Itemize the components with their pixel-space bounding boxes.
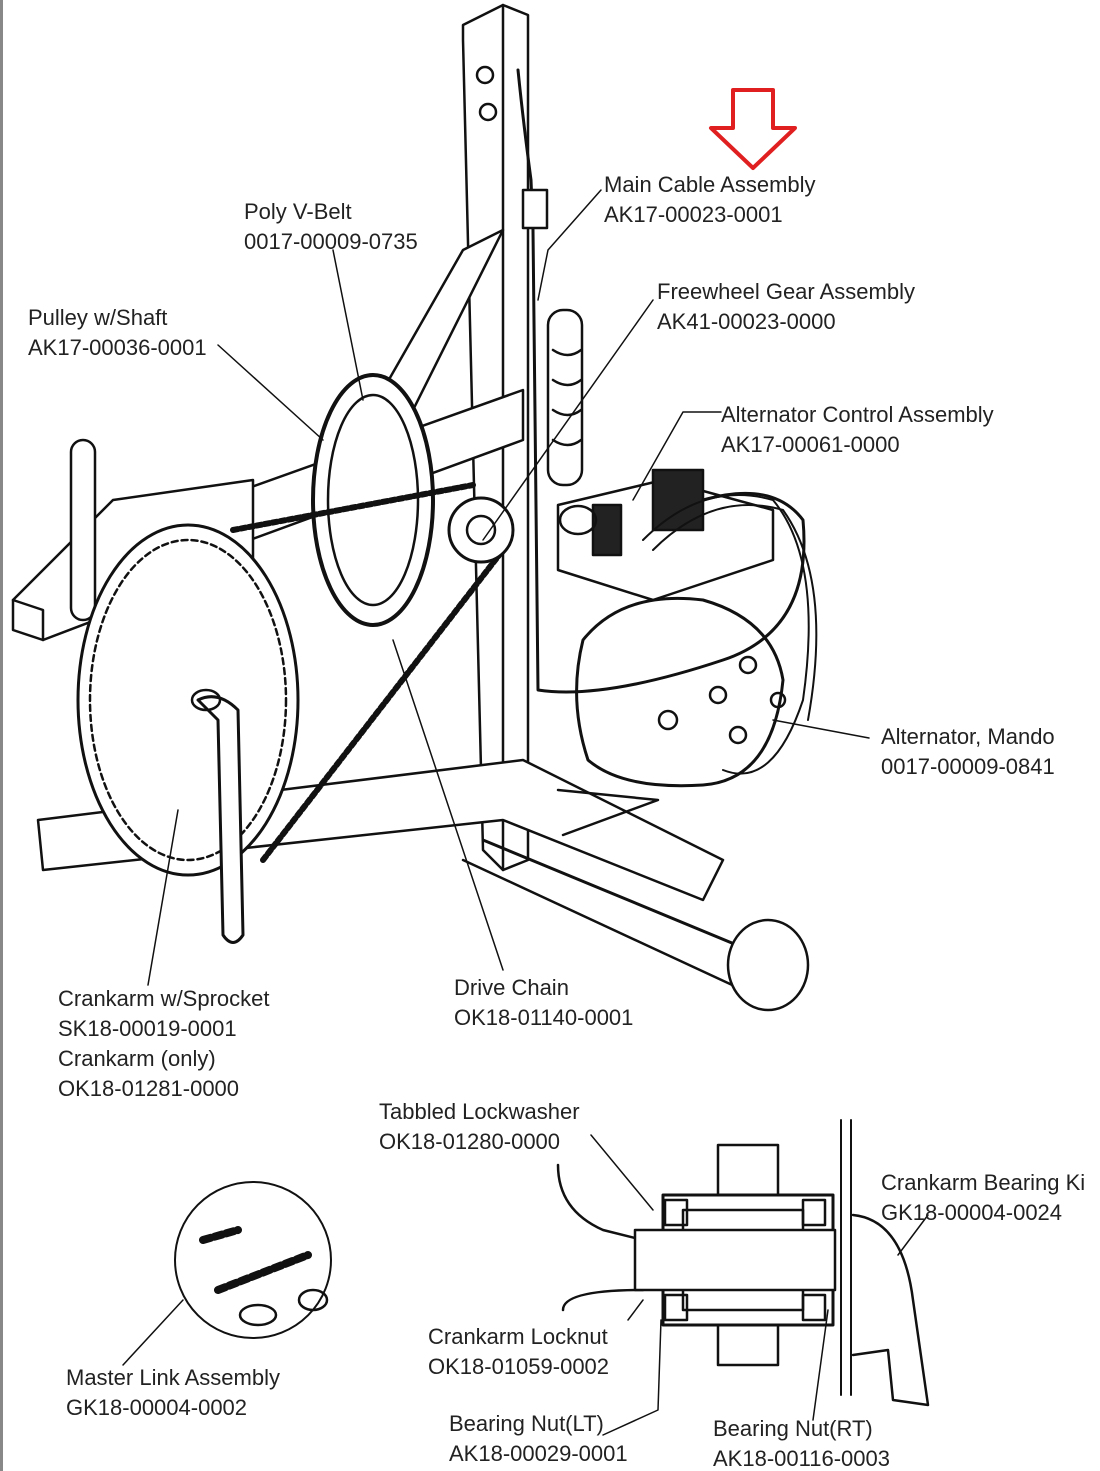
part-name: Tabbled Lockwasher [379, 1099, 580, 1124]
part-name: Freewheel Gear Assembly [657, 279, 915, 304]
frame-base [36, 758, 725, 902]
part-name: Crankarm Bearing Ki [881, 1170, 1086, 1195]
freewheel-sprocket [447, 496, 515, 564]
part-number: AK18-00029-0001 [449, 1441, 628, 1466]
master-link-inset [174, 1181, 332, 1339]
sprocket [76, 523, 300, 877]
part-number: 0017-00009-0841 [881, 754, 1055, 779]
label-bearing-nut-lt: Bearing Nut(LT) AK18-00029-0001 [449, 1409, 628, 1469]
red-arrow-icon [709, 88, 797, 170]
part-name: Crankarm w/Sprocket [58, 986, 270, 1011]
part-number: AK17-00061-0000 [721, 432, 900, 457]
main-cable [516, 68, 806, 694]
part-number: OK18-01140-0001 [454, 1005, 634, 1030]
part-number: AK17-00023-0001 [604, 202, 783, 227]
part-number: GK18-00004-0002 [66, 1395, 248, 1420]
part-number: AK17-00036-0001 [28, 335, 207, 360]
part-number: AK18-00116-0003 [713, 1446, 890, 1471]
part-number: GK18-00004-0024 [881, 1200, 1063, 1225]
drive-chain [230, 482, 506, 863]
part-name: Bearing Nut(LT) [449, 1411, 604, 1436]
part-number: OK18-01281-0000 [58, 1076, 240, 1101]
label-poly-v-belt: Poly V-Belt 0017-00009-0735 [244, 197, 418, 257]
leader-lines [122, 189, 929, 1436]
part-number: OK18-01280-0000 [379, 1129, 561, 1154]
part-name: Alternator Control Assembly [721, 402, 994, 427]
label-alternator-mando: Alternator, Mando 0017-00009-0841 [881, 722, 1055, 782]
part-name: Drive Chain [454, 975, 569, 1000]
part-number: OK18-01059-0002 [428, 1354, 610, 1379]
part-name: Bearing Nut(RT) [713, 1416, 873, 1441]
part-name: Poly V-Belt [244, 199, 352, 224]
part-name: Pulley w/Shaft [28, 305, 168, 330]
foot-cap [726, 918, 810, 1012]
label-crankarm-bearing-kit: Crankarm Bearing Ki GK18-00004-0024 [881, 1168, 1085, 1228]
part-number: 0017-00009-0735 [244, 229, 418, 254]
alternator [575, 596, 785, 788]
part-name: Alternator, Mando [881, 724, 1055, 749]
part-name: Master Link Assembly [66, 1365, 280, 1390]
part-number: AK41-00023-0000 [657, 309, 836, 334]
part-name: Crankarm Locknut [428, 1324, 608, 1349]
part-number: SK18-00019-0001 [58, 1016, 237, 1041]
pulley [311, 373, 435, 627]
label-bearing-nut-rt: Bearing Nut(RT) AK18-00116-0003 [713, 1414, 890, 1471]
part-name: Main Cable Assembly [604, 172, 816, 197]
bike-generator-drawing [11, 3, 930, 1436]
bearing-cross-section [556, 1119, 930, 1407]
part-name: Crankarm (only) [58, 1046, 216, 1071]
crank-arm [196, 695, 245, 944]
